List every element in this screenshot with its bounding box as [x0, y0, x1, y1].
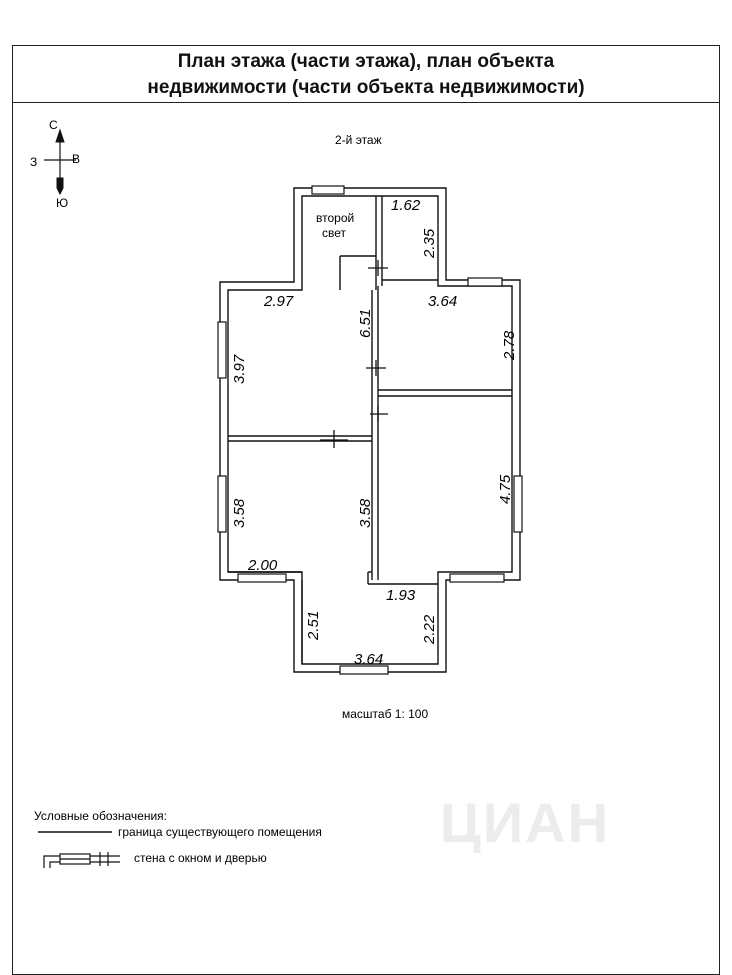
dim-right-top-width: 3.64	[428, 293, 457, 310]
title-block: План этажа (части этажа), план объекта н…	[12, 45, 720, 103]
scale-label: масштаб 1: 100	[342, 707, 428, 721]
dim-left-lower-width: 2.00	[247, 557, 278, 574]
title-line-1: План этажа (части этажа), план объекта	[177, 51, 555, 72]
window-bottom-right-icon	[449, 573, 505, 583]
window-right-icon	[513, 475, 523, 533]
dim-bottom-width: 3.64	[354, 651, 383, 668]
dim-bottom-left-height: 2.51	[305, 611, 322, 641]
title-line-2: недвижимости (части объекта недвижимости…	[147, 77, 585, 98]
window-left-lower-icon	[217, 475, 227, 533]
window-right-top-icon	[467, 277, 503, 287]
dim-top-small-width: 1.62	[391, 197, 421, 214]
legend-wall-icon	[43, 852, 120, 868]
dim-corridor-length: 6.51	[357, 309, 374, 338]
legend-wall-text: стена с окном и дверью	[134, 851, 267, 865]
legend-title: Условные обозначения:	[34, 809, 167, 823]
windows	[217, 185, 523, 675]
compass-north: С	[49, 118, 58, 132]
south-arrow-icon	[56, 177, 64, 196]
room-label-line1: второй	[316, 211, 354, 225]
dim-right-top-height: 2.78	[501, 330, 518, 361]
dim-left-room-height: 3.97	[231, 354, 248, 384]
outer-walls	[219, 187, 521, 673]
window-bottom-left-icon	[237, 573, 287, 583]
compass-west: З	[30, 155, 37, 169]
watermark-logo: ЦИАН	[440, 791, 611, 854]
window-bottom-icon	[339, 665, 389, 675]
dim-top-small-height: 2.35	[421, 228, 438, 259]
dim-bottom-right-height: 2.22	[421, 614, 438, 645]
interior-walls	[228, 196, 512, 664]
dim-right-big-height: 4.75	[497, 474, 514, 504]
window-top-icon	[311, 185, 345, 195]
dim-bottom-top-width: 1.93	[386, 587, 416, 604]
floor-label: 2-й этаж	[335, 133, 382, 147]
doors	[320, 260, 388, 448]
dim-left-lower-inner-height: 3.58	[357, 498, 374, 528]
window-left-upper-icon	[217, 321, 227, 379]
dim-left-lower-height: 3.58	[231, 498, 248, 528]
dim-left-room-width: 2.97	[263, 293, 294, 310]
room-label-line2: свет	[322, 226, 347, 240]
compass-south: Ю	[56, 196, 68, 210]
compass	[44, 128, 76, 196]
legend-boundary-text: граница существующего помещения	[118, 825, 322, 839]
north-arrow-icon	[55, 128, 65, 143]
compass-east: В	[72, 152, 80, 166]
